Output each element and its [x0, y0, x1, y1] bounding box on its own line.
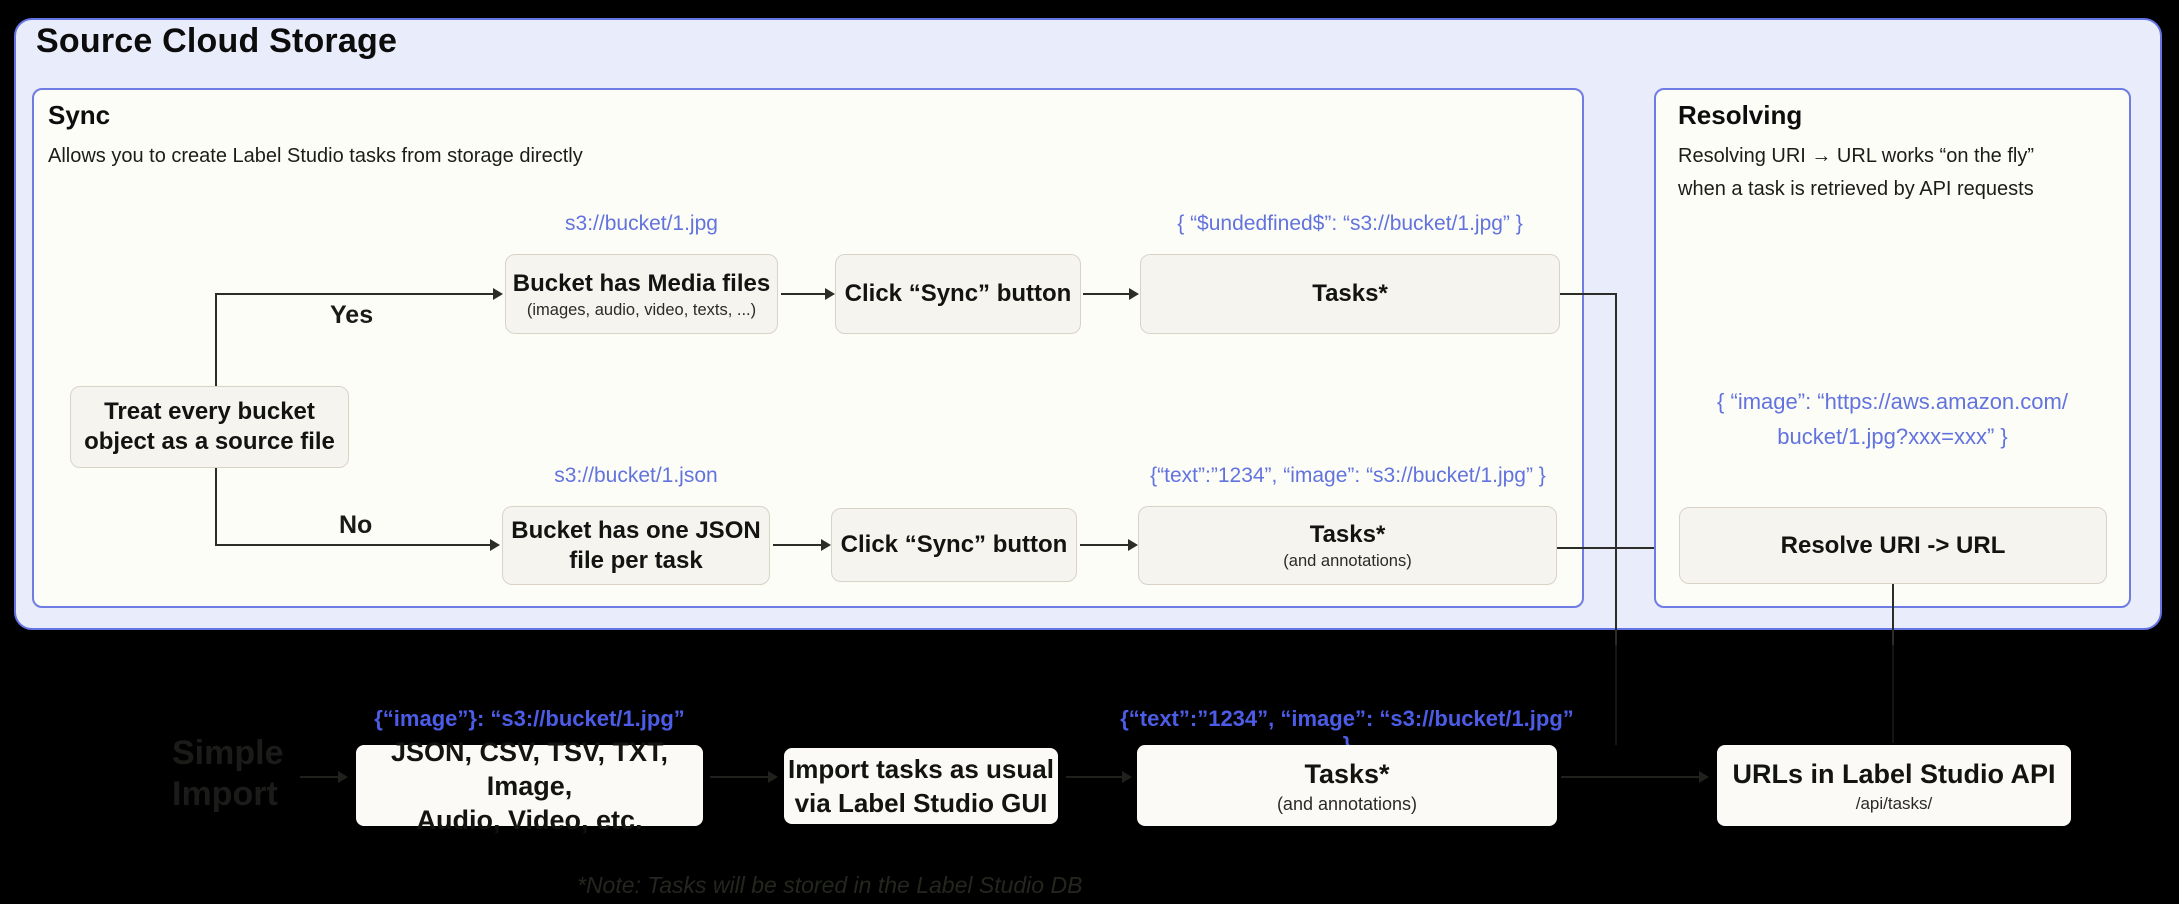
node-resolve-uri: Resolve URI -> URL — [1679, 507, 2107, 584]
node-bucket-json-line1: Bucket has one JSON — [511, 516, 761, 544]
footnote: *Note: Tasks will be stored in the Label… — [577, 872, 1083, 898]
arrow-sync2-to-tasks2-line — [1080, 544, 1128, 546]
tasks1-json-annotation: { “$undedfined$”: “s3://bucket/1.jpg” } — [1177, 212, 1523, 235]
arrow-media-to-sync1-head — [825, 288, 835, 300]
media-uri-annotation: s3://bucket/1.jpg — [565, 212, 718, 235]
faint-arrow-2-head — [768, 771, 778, 783]
node-click-sync-1: Click “Sync” button — [835, 254, 1081, 334]
node-formats-line2: Audio, Video, etc. — [416, 804, 643, 835]
node-bottom-tasks-title: Tasks* — [1304, 758, 1390, 789]
yes-branch-vertical — [215, 294, 217, 386]
sync-heading: Sync — [48, 100, 111, 130]
resolving-description-line1: Resolving URI → URL works “on the fly” — [1678, 145, 2035, 167]
tasks1-connector-vertical — [1615, 293, 1617, 645]
yes-label: Yes — [330, 301, 374, 329]
resolving-json-line2: bucket/1.jpg?xxx=xxx” } — [1777, 424, 2008, 449]
node-api-urls-title: URLs in Label Studio API — [1732, 759, 2056, 789]
arrow-sync2-to-tasks2-head — [1128, 539, 1138, 551]
node-tasks-2-subtitle: (and annotations) — [1283, 552, 1412, 570]
no-branch-horizontal — [215, 544, 490, 546]
resolving-json-annotation: { “image”: “https://aws.amazon.com/ buck… — [1664, 384, 2121, 454]
no-branch-vertical — [215, 468, 217, 546]
node-bucket-media-files: Bucket has Media files (images, audio, v… — [505, 254, 778, 334]
node-bottom-tasks-subtitle: (and annotations) — [1276, 793, 1418, 814]
resolving-json-line1: { “image”: “https://aws.amazon.com/ — [1717, 389, 2068, 414]
yes-branch-head — [493, 288, 503, 300]
node-tasks-2: Tasks* (and annotations) — [1138, 506, 1557, 585]
node-bucket-json: Bucket has one JSON file per task — [502, 506, 770, 585]
arrow-sync1-to-tasks1-line — [1083, 293, 1129, 295]
node-treat-line1: Treat every bucket — [104, 398, 315, 425]
faint-arrow-1-line — [300, 776, 338, 778]
resolving-heading: Resolving — [1678, 100, 1803, 130]
faint-arrow-3-head — [1122, 771, 1132, 783]
faint-arrow-4-line — [1561, 776, 1699, 778]
page-title: Source Cloud Storage — [36, 22, 398, 60]
node-resolve-uri-title: Resolve URI -> URL — [1780, 531, 2006, 559]
resolving-description-line2: when a task is retrieved by API requests — [1678, 178, 2034, 200]
arrow-sync1-to-tasks1-head — [1129, 288, 1139, 300]
faint-arrow-1-head — [338, 771, 348, 783]
node-tasks-2-title: Tasks* — [1309, 521, 1386, 548]
node-bucket-json-line2: file per task — [569, 546, 703, 574]
node-treat-every-bucket: Treat every bucket object as a source fi… — [70, 386, 349, 468]
faint-arrow-4-head — [1699, 771, 1709, 783]
node-api-urls-subtitle: /api/tasks/ — [1855, 794, 1933, 813]
node-bucket-media-files-title: Bucket has Media files — [512, 269, 771, 297]
json-uri-annotation: s3://bucket/1.json — [554, 464, 718, 487]
simple-import-ghost-title: Simple Import — [172, 733, 283, 815]
node-bottom-tasks: Tasks* (and annotations) — [1137, 745, 1557, 826]
tasks1-connector-vertical-faint — [1615, 645, 1617, 745]
node-import-gui-line1: Import tasks as usual — [788, 754, 1054, 784]
node-import-gui-line2: via Label Studio GUI — [794, 788, 1048, 818]
node-tasks-1: Tasks* — [1140, 254, 1560, 334]
resolving-description: Resolving URI → URL works “on the fly” w… — [1678, 140, 2118, 206]
arrow-json-to-sync2-line — [773, 544, 821, 546]
node-api-urls: URLs in Label Studio API /api/tasks/ — [1717, 745, 2071, 826]
node-click-sync-2: Click “Sync” button — [831, 508, 1077, 582]
bottom-tasks-json-annotation: {“text”:”1234”, “image”: “s3://bucket/1.… — [1120, 706, 1574, 757]
node-import-gui: Import tasks as usual via Label Studio G… — [784, 748, 1058, 824]
tasks2-json-annotation: {“text”:”1234”, “image”: “s3://bucket/1.… — [1150, 464, 1546, 487]
formats-json-annotation: {“image”}: “s3://bucket/1.jpg” — [374, 706, 685, 731]
faint-arrow-3-line — [1066, 776, 1122, 778]
resolve-connector-vertical — [1892, 584, 1894, 645]
tasks2-to-resolve-line — [1557, 547, 1669, 549]
resolve-connector-vertical-faint — [1892, 645, 1894, 743]
arrow-media-to-sync1-line — [781, 293, 825, 295]
node-click-sync-1-title: Click “Sync” button — [844, 280, 1072, 307]
simple-import-line1: Simple — [172, 734, 284, 772]
node-bucket-media-files-subtitle: (images, audio, video, texts, ...) — [526, 300, 757, 319]
node-formats: JSON, CSV, TSV, TXT, Image, Audio, Video… — [356, 737, 703, 835]
node-treat-line2: object as a source file — [84, 428, 335, 455]
node-click-sync-2-title: Click “Sync” button — [840, 531, 1068, 558]
no-branch-head — [490, 539, 500, 551]
node-formats-line1: JSON, CSV, TSV, TXT, Image, — [390, 736, 669, 801]
arrow-json-to-sync2-head — [821, 539, 831, 551]
sync-description: Allows you to create Label Studio tasks … — [48, 145, 583, 167]
faint-arrow-2-line — [710, 776, 768, 778]
yes-branch-horizontal — [215, 293, 493, 295]
no-label: No — [339, 511, 373, 539]
tasks1-connector-horizontal — [1560, 293, 1617, 295]
simple-import-line2: Import — [172, 775, 278, 813]
node-tasks-1-title: Tasks* — [1312, 280, 1388, 307]
